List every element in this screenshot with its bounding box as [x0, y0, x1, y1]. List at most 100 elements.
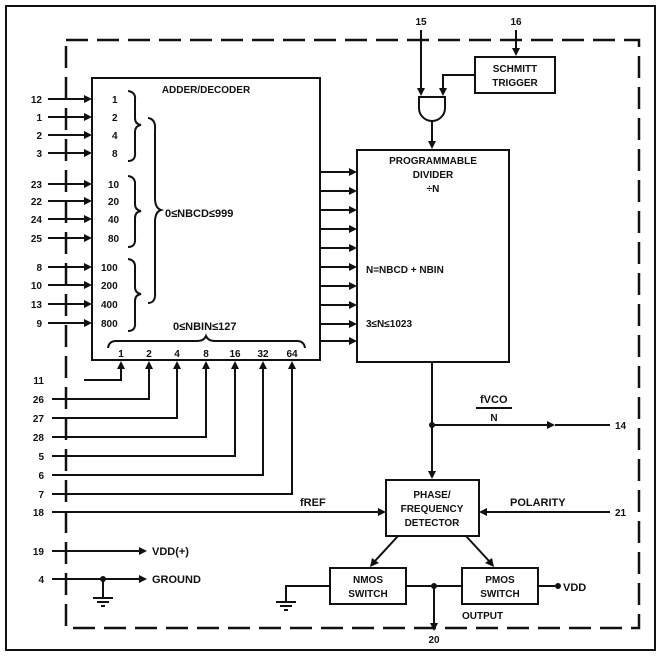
binary-input-row: 32 6	[38, 349, 269, 482]
weight-label: 2	[146, 349, 152, 360]
bcd-input-row: 2 4	[36, 131, 118, 142]
weight-label: 32	[257, 349, 269, 360]
weight-label: 2	[112, 113, 118, 124]
bcd-input-row: 8 100	[36, 263, 118, 274]
pin-label: 3	[36, 149, 42, 160]
pin-16-label: 16	[510, 17, 522, 28]
pin-15-label: 15	[415, 17, 427, 28]
bcd-input-row: 10 200	[31, 281, 118, 292]
weight-label: 8	[112, 149, 118, 160]
nmos-label-line1: NMOS	[353, 575, 383, 586]
pin-label: 28	[33, 433, 45, 444]
phase-frequency-detector-block	[385, 479, 480, 537]
bcd-input-row: 22 20	[31, 197, 120, 208]
bcd-input-row: 12 1	[31, 95, 118, 106]
pin-14-label: 14	[615, 421, 627, 432]
polarity-label: POLARITY	[510, 497, 566, 509]
weight-label: 8	[203, 349, 209, 360]
pin-label: 2	[36, 131, 42, 142]
schmitt-trigger-block	[474, 56, 556, 94]
weight-label: 10	[108, 180, 120, 191]
programmable-divider-block	[356, 149, 510, 363]
divider-title-line1: PROGRAMMABLE	[389, 156, 477, 167]
n-range-label: 3≤N≤1023	[366, 319, 412, 330]
bcd-input-row: 24 40	[31, 215, 120, 226]
bcd-input-row: 23 10	[31, 180, 120, 191]
pin-label: 7	[38, 490, 44, 501]
pin-label: 23	[31, 180, 43, 191]
pfd-label-line3: DETECTOR	[405, 518, 461, 529]
schmitt-label-line2: TRIGGER	[492, 78, 538, 89]
pin-label: 27	[33, 414, 45, 425]
vdd-plus-label: VDD(+)	[152, 546, 189, 558]
pmos-label-line2: SWITCH	[480, 589, 519, 600]
weight-label: 20	[108, 197, 120, 208]
weight-label: 400	[101, 300, 118, 311]
pin-label: 9	[36, 319, 42, 330]
bcd-input-row: 9 800	[36, 319, 118, 330]
weight-label: 100	[101, 263, 118, 274]
binary-input-row: 4 27	[33, 349, 181, 425]
brace-bcd-all	[147, 117, 165, 304]
fvco-numerator-label: fVCO	[480, 394, 508, 406]
weight-label: 200	[101, 281, 118, 292]
outer-frame	[5, 5, 656, 651]
pin-label: 12	[31, 95, 43, 106]
bcd-input-row: 1 2	[36, 113, 118, 124]
pin-label: 1	[36, 113, 42, 124]
pin-label: 22	[31, 197, 43, 208]
pfd-label-line2: FREQUENCY	[401, 504, 464, 515]
pin-4-label: 4	[38, 575, 44, 586]
adder-decoder-block	[91, 77, 321, 361]
pin-21-label: 21	[615, 508, 627, 519]
weight-label: 1	[118, 349, 124, 360]
chip-boundary	[64, 38, 641, 630]
pin-label: 11	[33, 376, 44, 387]
weight-label: 4	[112, 131, 118, 142]
nmos-label-line2: SWITCH	[348, 589, 387, 600]
binary-input-row: 16 5	[38, 349, 241, 463]
weight-label: 16	[229, 349, 241, 360]
pin-label: 26	[33, 395, 45, 406]
fvco-denominator-label: N	[490, 413, 497, 424]
binary-input-row: 8 28	[33, 349, 210, 444]
pmos-label-line1: PMOS	[485, 575, 515, 586]
vdd-label: VDD	[563, 582, 586, 594]
and-gate	[418, 96, 446, 122]
nbin-range-label: 0≤NBIN≤127	[173, 321, 236, 333]
binary-input-row: 2 26	[33, 349, 153, 406]
pin-label: 8	[36, 263, 42, 274]
bcd-input-group: 12 1 1 2 2 4 3 8 23 10 22 20	[31, 95, 120, 330]
pin-19-label: 19	[33, 547, 45, 558]
data-bus-arrows	[320, 168, 357, 345]
ground-label: GROUND	[152, 574, 201, 586]
divider-title-line3: ÷N	[427, 184, 440, 195]
bcd-input-row: 25 80	[31, 234, 120, 245]
pin-18-label: 18	[33, 508, 45, 519]
pin-20-label: 20	[428, 635, 440, 646]
adder-decoder-title: ADDER/DECODER	[162, 85, 251, 96]
weight-label: 1	[112, 95, 118, 106]
pin-label: 5	[38, 452, 44, 463]
brace-binary	[107, 333, 306, 349]
weight-label: 800	[101, 319, 118, 330]
weight-label: 64	[286, 349, 298, 360]
binary-input-group: 1 11 2 26 4 27 8 28 16 5 32 6	[33, 349, 298, 501]
brace-units	[127, 90, 142, 162]
bcd-input-row: 3 8	[36, 149, 118, 160]
binary-input-row: 1 11	[33, 349, 125, 387]
binary-input-row: 64 7	[38, 349, 298, 501]
pin-label: 24	[31, 215, 43, 226]
brace-hundreds	[127, 258, 142, 332]
output-label: OUTPUT	[462, 611, 503, 622]
bcd-input-row: 13 400	[31, 300, 118, 311]
schmitt-label-line1: SCHMITT	[493, 64, 537, 75]
weight-label: 80	[108, 234, 120, 245]
n-formula-label: N=NBCD + NBIN	[366, 265, 444, 276]
pfd-label-line1: PHASE/	[413, 490, 450, 501]
pin-label: 6	[38, 471, 44, 482]
nbcd-range-label: 0≤NBCD≤999	[165, 208, 233, 220]
fref-label: fREF	[300, 497, 326, 509]
pin-label: 25	[31, 234, 43, 245]
